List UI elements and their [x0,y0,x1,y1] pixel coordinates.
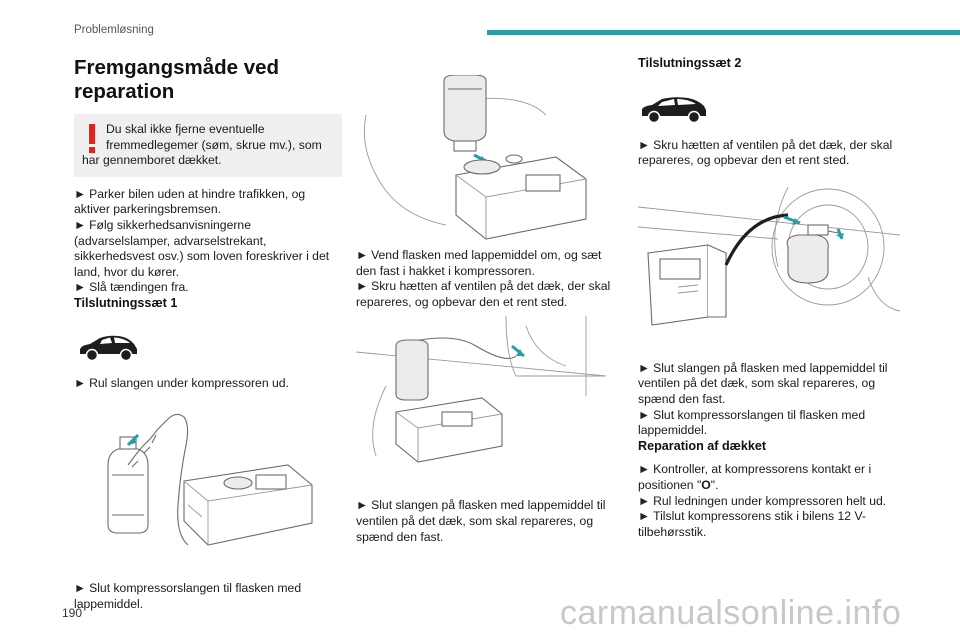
step-item: ►Kontroller, at kompressorens kontakt er… [638,462,900,493]
kit2-step-1: ►Skru hætten af ventilen på det dæk, der… [638,138,900,169]
step-item: ►Tilslut kompressorens stik i bilens 12 … [638,509,900,540]
bullet-arrow-icon: ► [638,407,651,422]
bullet-arrow-icon: ► [356,279,369,294]
bullet-arrow-icon: ► [638,509,651,524]
compressor-hose-illustration [107,414,313,546]
page-title: Fremgangsmåde ved reparation [74,56,280,103]
kit2-steps: ►Slut slangen på flasken med lappemiddel… [638,361,900,439]
bullet-arrow-icon: ► [74,280,87,295]
suv-car-icon [642,96,706,123]
bullet-arrow-icon: ► [638,137,651,152]
watermark: carmanualsonline.info [560,594,902,632]
kit1-step-1: ►Rul slangen under kompressoren ud. [74,376,342,392]
kit2-heading: Tilslutningssæt 2 [638,56,742,70]
repair-heading: Reparation af dækket [638,438,767,453]
step-text: Parker bilen uden at hindre trafikken, o… [74,186,306,217]
bullet-arrow-icon: ► [638,493,651,508]
step-text: Rul ledningen under kompressoren helt ud… [653,493,887,508]
hatchback-car-icon [80,335,137,361]
step-text: Tilslut kompressorens stik i bilens 12 V… [638,509,866,539]
repair-steps: ►Kontroller, at kompressorens kontakt er… [638,462,900,540]
step-text: Vend flasken med lappemiddel om, og sæt … [356,248,602,278]
step-text: Slut kompressorslangen til flasken med l… [74,581,302,611]
kit2-tyre-valve-illustration [638,186,900,326]
step-item: ►Vend flasken med lappemiddel om, og sæt… [356,248,618,279]
warning-box: Du skal ikke fjerne eventuelle fremmedle… [74,114,342,177]
step-text: Skru hætten af ventilen på det dæk, der … [638,137,893,168]
exclamation-icon [89,124,95,153]
bullet-arrow-icon: ► [74,217,87,232]
step-item: ►Slut kompressorslangen til flasken med … [638,408,900,439]
step-item: ►Følg sikkerhedsanvisningerne (advarsels… [74,218,342,280]
column-2: ►Vend flasken med lappemiddel om, og sæt… [356,75,618,545]
bullet-arrow-icon: ► [74,375,87,390]
step-text: Slut kompressorslangen til flasken med l… [638,407,866,438]
column-3: Tilslutningssæt 2 ►Skru hætten af ventil… [638,56,900,540]
step-text: Følg sikkerhedsanvisningerne (advarselsl… [74,217,330,279]
step-text: Skru hætten af ventilen på det dæk, der … [356,279,611,309]
step-text: Kontroller, at kompressorens kontakt er … [638,462,872,492]
step-item: ►Slut slangen på flasken med lappemiddel… [638,361,900,408]
warning-line-3: har gennemboret dækket. [82,153,222,168]
step-item: ►Skru hætten af ventilen på det dæk, der… [356,279,618,310]
step-text: Rul slangen under kompressoren ud. [89,375,289,390]
column-1: Fremgangsmåde ved reparation Du skal ikk… [74,56,342,612]
kit1-step-2: ►Slut kompressorslangen til flasken med … [74,581,342,612]
step-text: Slut slangen på flasken med lappemiddel … [356,498,606,544]
warning-text: Du skal ikke fjerne eventuelle fremmedle… [82,122,332,169]
col2-step-b: ►Slut slangen på flasken med lappemiddel… [356,498,618,545]
intro-steps: ►Parker bilen uden at hindre trafikken, … [74,187,342,296]
step-item: ►Slå tændingen fra. [74,280,342,296]
bullet-arrow-icon: ► [356,498,369,513]
bullet-arrow-icon: ► [74,581,87,596]
page-number: 190 [62,606,83,620]
step-item: ►Parker bilen uden at hindre trafikken, … [74,187,342,218]
bullet-arrow-icon: ► [356,248,369,262]
bullet-arrow-icon: ► [638,360,651,375]
bullet-arrow-icon: ► [74,186,87,201]
bottle-on-compressor-illustration [363,75,587,240]
hose-to-valve-illustration [356,316,606,463]
kit1-heading: Tilslutningssæt 1 [74,295,178,310]
bullet-arrow-icon: ► [638,462,651,477]
step-text: Slå tændingen fra. [89,280,189,295]
section-header: Problemløsning [74,24,154,36]
step-item: ►Rul ledningen under kompressoren helt u… [638,494,900,510]
warning-line-2: fremmedlegemer (søm, skrue mv.), som [106,137,322,152]
switch-position-label: O [701,477,711,492]
col2-steps-a: ►Vend flasken med lappemiddel om, og sæt… [356,248,618,310]
step-text-end: ". [710,477,719,492]
warning-line-1: Du skal ikke fjerne eventuelle [106,122,265,136]
step-text: Slut slangen på flasken med lappemiddel … [638,360,888,406]
header-accent-bar [487,30,960,35]
